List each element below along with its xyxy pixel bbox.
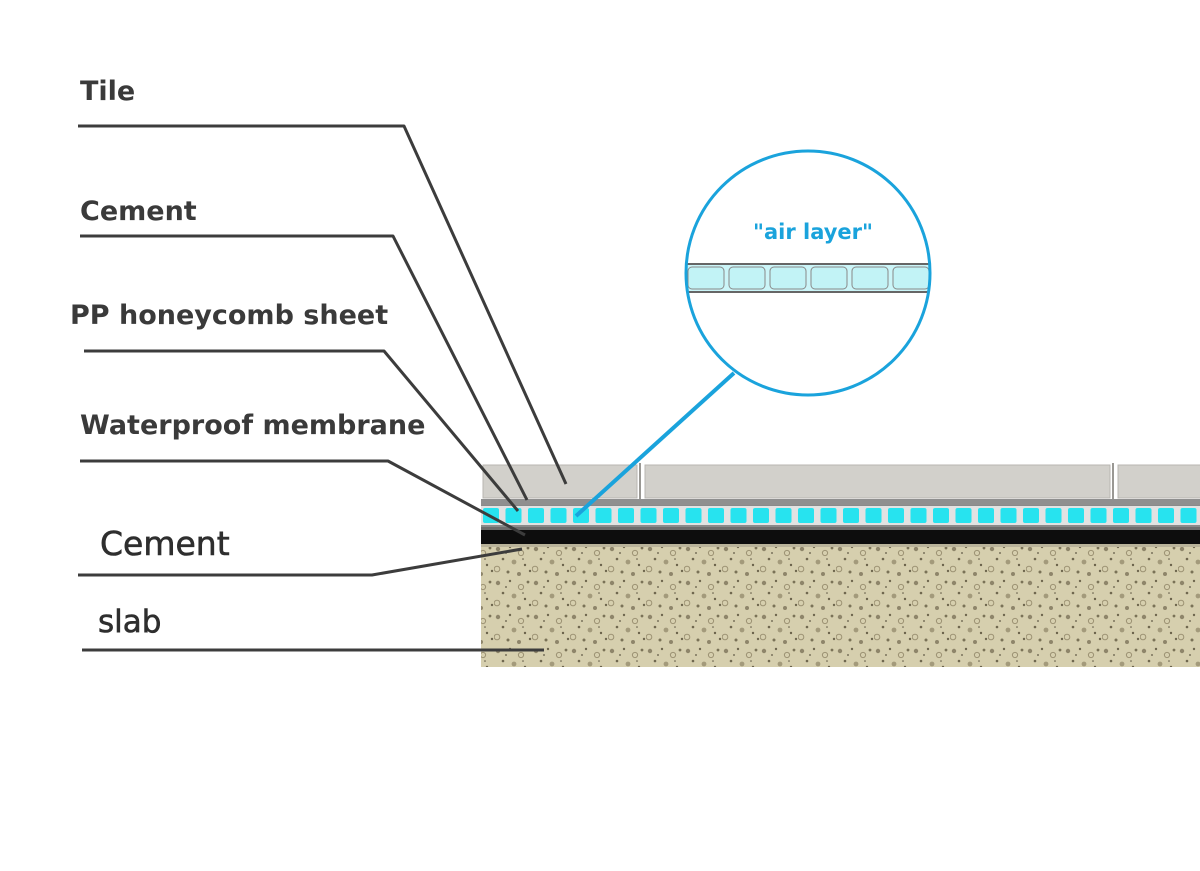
tile-layer (481, 463, 1200, 499)
waterproof-membrane-layer (481, 530, 1200, 544)
honeycomb-cell (1090, 508, 1107, 523)
tile-leader-line (78, 124, 568, 485)
pp-honeycomb-leader-line (84, 349, 520, 512)
zoom-callout (684, 149, 932, 397)
label-pp-honeycomb-sheet: PP honeycomb sheet (70, 300, 389, 331)
label-tile: Tile (80, 76, 136, 107)
honeycomb-cell (798, 508, 814, 523)
honeycomb-cell (640, 508, 657, 523)
slab-layer (481, 547, 1200, 667)
cement-upper-layer (481, 498, 1200, 505)
label-cement-upper: Cement (80, 196, 197, 227)
cement-upper-leader-line (80, 234, 529, 501)
honeycomb-cell (550, 508, 567, 523)
honeycomb-cell (1158, 508, 1174, 523)
honeycomb-cell (1000, 508, 1017, 523)
callout-pointer-line (574, 371, 736, 518)
honeycomb-cell (820, 508, 837, 523)
honeycomb-cell (685, 508, 702, 523)
honeycomb-cell (1135, 508, 1152, 523)
label-waterproof-membrane: Waterproof membrane (80, 410, 426, 441)
honeycomb-cell (933, 508, 949, 523)
label-cement-lower: Cement (100, 524, 230, 564)
honeycomb-cell (1180, 508, 1197, 523)
label-slab: slab (98, 604, 162, 641)
honeycomb-cell (708, 508, 724, 523)
honeycomb-cell (775, 508, 792, 523)
honeycomb-cell (730, 508, 747, 523)
honeycomb-cell (888, 508, 904, 523)
honeycomb-cell (505, 508, 522, 523)
cement-lower-leader-line (78, 547, 523, 577)
honeycomb-cell (753, 508, 769, 523)
honeycomb-cell (528, 508, 544, 523)
honeycomb-cell (955, 508, 972, 523)
pp-honeycomb-layer (481, 504, 1200, 527)
honeycomb-cell (663, 508, 679, 523)
honeycomb-cell (573, 508, 589, 523)
honeycomb-cell (843, 508, 859, 523)
honeycomb-cell (978, 508, 994, 523)
honeycomb-cell (1068, 508, 1084, 523)
honeycomb-cell (1113, 508, 1129, 523)
air-layer-label: "air layer" (753, 220, 873, 244)
honeycomb-cell (1023, 508, 1039, 523)
honeycomb-cell (595, 508, 612, 523)
honeycomb-cell (618, 508, 634, 523)
waterproof-leader-line (80, 459, 526, 537)
zoom-honeycomb-detail (686, 263, 930, 293)
honeycomb-cell (910, 508, 927, 523)
honeycomb-cell (1045, 508, 1062, 523)
honeycomb-cell (865, 508, 882, 523)
